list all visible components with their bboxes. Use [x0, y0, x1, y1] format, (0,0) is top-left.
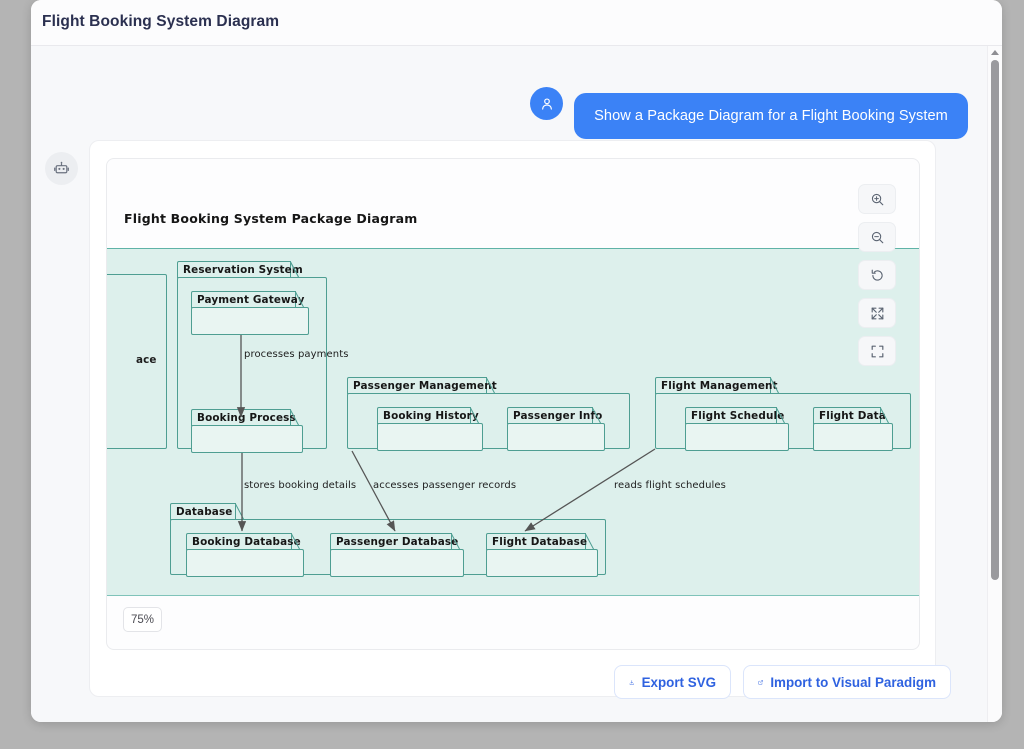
- user-message-bubble: Show a Package Diagram for a Flight Book…: [574, 93, 968, 139]
- package-clipped[interactable]: ace: [107, 274, 167, 449]
- package-flight-database[interactable]: Flight Database: [486, 533, 598, 577]
- package-passenger-management-tab: Passenger Management: [347, 377, 497, 394]
- import-to-visual-paradigm-button[interactable]: Import to Visual Paradigm: [743, 665, 951, 699]
- package-database[interactable]: Database Booking Database: [170, 503, 606, 577]
- fit-to-screen-button[interactable]: [858, 298, 896, 328]
- package-tab-slant: [470, 407, 480, 424]
- package-clipped-label: ace: [136, 354, 157, 366]
- reset-view-button[interactable]: [858, 260, 896, 290]
- export-svg-label: Export SVG: [641, 674, 716, 690]
- export-svg-button[interactable]: Export SVG: [614, 665, 731, 699]
- chat-scroll-area[interactable]: Show a Package Diagram for a Flight Book…: [31, 46, 1002, 722]
- zoom-level-badge[interactable]: 75%: [123, 607, 163, 632]
- package-database-tab: Database: [170, 503, 236, 520]
- package-passenger-management[interactable]: Passenger Management Booking History: [347, 377, 630, 451]
- package-booking-process-tab: Booking Process: [191, 409, 296, 426]
- package-tab-slant: [290, 409, 300, 426]
- user-message-text: Show a Package Diagram for a Flight Book…: [594, 108, 948, 124]
- package-tab-slant: [235, 503, 245, 520]
- edge-label-reads-flight-schedules: reads flight schedules: [614, 480, 726, 491]
- package-tab-slant: [880, 407, 890, 424]
- package-passenger-database-tab: Passenger Database: [330, 533, 458, 550]
- package-tab-slant: [451, 533, 461, 550]
- zoom-in-button[interactable]: [858, 184, 896, 214]
- package-passenger-info[interactable]: Passenger Info: [507, 407, 605, 451]
- package-booking-history-tab: Booking History: [377, 407, 479, 424]
- package-flight-management[interactable]: Flight Management Flight Schedule: [655, 377, 911, 451]
- package-booking-database[interactable]: Booking Database: [186, 533, 304, 577]
- app-window: Flight Booking System Diagram Show a Pac…: [31, 0, 1002, 722]
- arrows-collapse-icon: [871, 307, 883, 319]
- edge-label-processes-payments: processes payments: [244, 349, 349, 360]
- download-icon: [629, 679, 634, 685]
- package-tab-slant: [291, 533, 301, 550]
- package-payment-gateway[interactable]: Payment Gateway: [191, 291, 309, 335]
- user-avatar: [530, 87, 563, 120]
- package-tab-slant: [592, 407, 602, 424]
- rotate-counterclockwise-icon: [871, 269, 883, 281]
- package-flight-data-tab: Flight Data: [813, 407, 886, 424]
- fullscreen-button[interactable]: [858, 336, 896, 366]
- package-tab-slant: [295, 291, 305, 308]
- magnifier-minus-icon: [871, 231, 883, 243]
- edge-label-stores-booking-details: stores booking details: [244, 480, 357, 491]
- assistant-response-card: Flight Booking System Package Diagram ac…: [89, 140, 951, 699]
- diagram-toolbar: [858, 184, 896, 374]
- package-booking-database-tab: Booking Database: [186, 533, 301, 550]
- package-flight-data[interactable]: Flight Data: [813, 407, 893, 451]
- user-message-row: Show a Package Diagram for a Flight Book…: [31, 68, 987, 139]
- package-tab-slant: [486, 377, 496, 394]
- package-reservation-system[interactable]: Reservation System Payment Gateway: [177, 261, 327, 453]
- package-reservation-system-tab: Reservation System: [177, 261, 303, 278]
- package-passenger-info-tab: Passenger Info: [507, 407, 602, 424]
- package-tab-slant: [776, 407, 786, 424]
- package-flight-schedule-tab: Flight Schedule: [685, 407, 784, 424]
- import-to-visual-paradigm-label: Import to Visual Paradigm: [770, 674, 936, 690]
- package-booking-process[interactable]: Booking Process: [191, 409, 303, 453]
- magnifier-plus-icon: [871, 193, 883, 205]
- scrollbar-thumb[interactable]: [991, 60, 999, 580]
- package-passenger-database[interactable]: Passenger Database: [330, 533, 464, 577]
- card-actions: Export SVG Import to Visual Paradigm: [90, 665, 951, 699]
- package-tab-slant: [585, 533, 595, 550]
- bot-avatar: [45, 152, 78, 185]
- page-title: Flight Booking System Diagram: [42, 13, 280, 30]
- zoom-out-button[interactable]: [858, 222, 896, 252]
- package-flight-database-tab: Flight Database: [486, 533, 587, 550]
- package-booking-history[interactable]: Booking History: [377, 407, 483, 451]
- triangle-up-icon[interactable]: [991, 50, 999, 55]
- package-payment-gateway-tab: Payment Gateway: [191, 291, 304, 308]
- package-tab-slant: [770, 377, 780, 394]
- package-flight-management-tab: Flight Management: [655, 377, 778, 394]
- external-link-icon: [758, 679, 763, 685]
- diagram-canvas[interactable]: ace Reservation System: [107, 248, 919, 596]
- user-icon: [541, 97, 552, 110]
- package-tab-slant: [290, 261, 300, 278]
- package-flight-schedule[interactable]: Flight Schedule: [685, 407, 789, 451]
- title-bar: Flight Booking System Diagram: [31, 0, 1002, 46]
- edge-label-accesses-passenger-records: accesses passenger records: [373, 480, 517, 491]
- vertical-scrollbar[interactable]: [987, 46, 1002, 722]
- diagram-viewer[interactable]: Flight Booking System Package Diagram ac…: [106, 158, 920, 650]
- robot-icon: [54, 161, 69, 174]
- diagram-title: Flight Booking System Package Diagram: [124, 211, 418, 226]
- expand-corners-icon: [871, 345, 883, 357]
